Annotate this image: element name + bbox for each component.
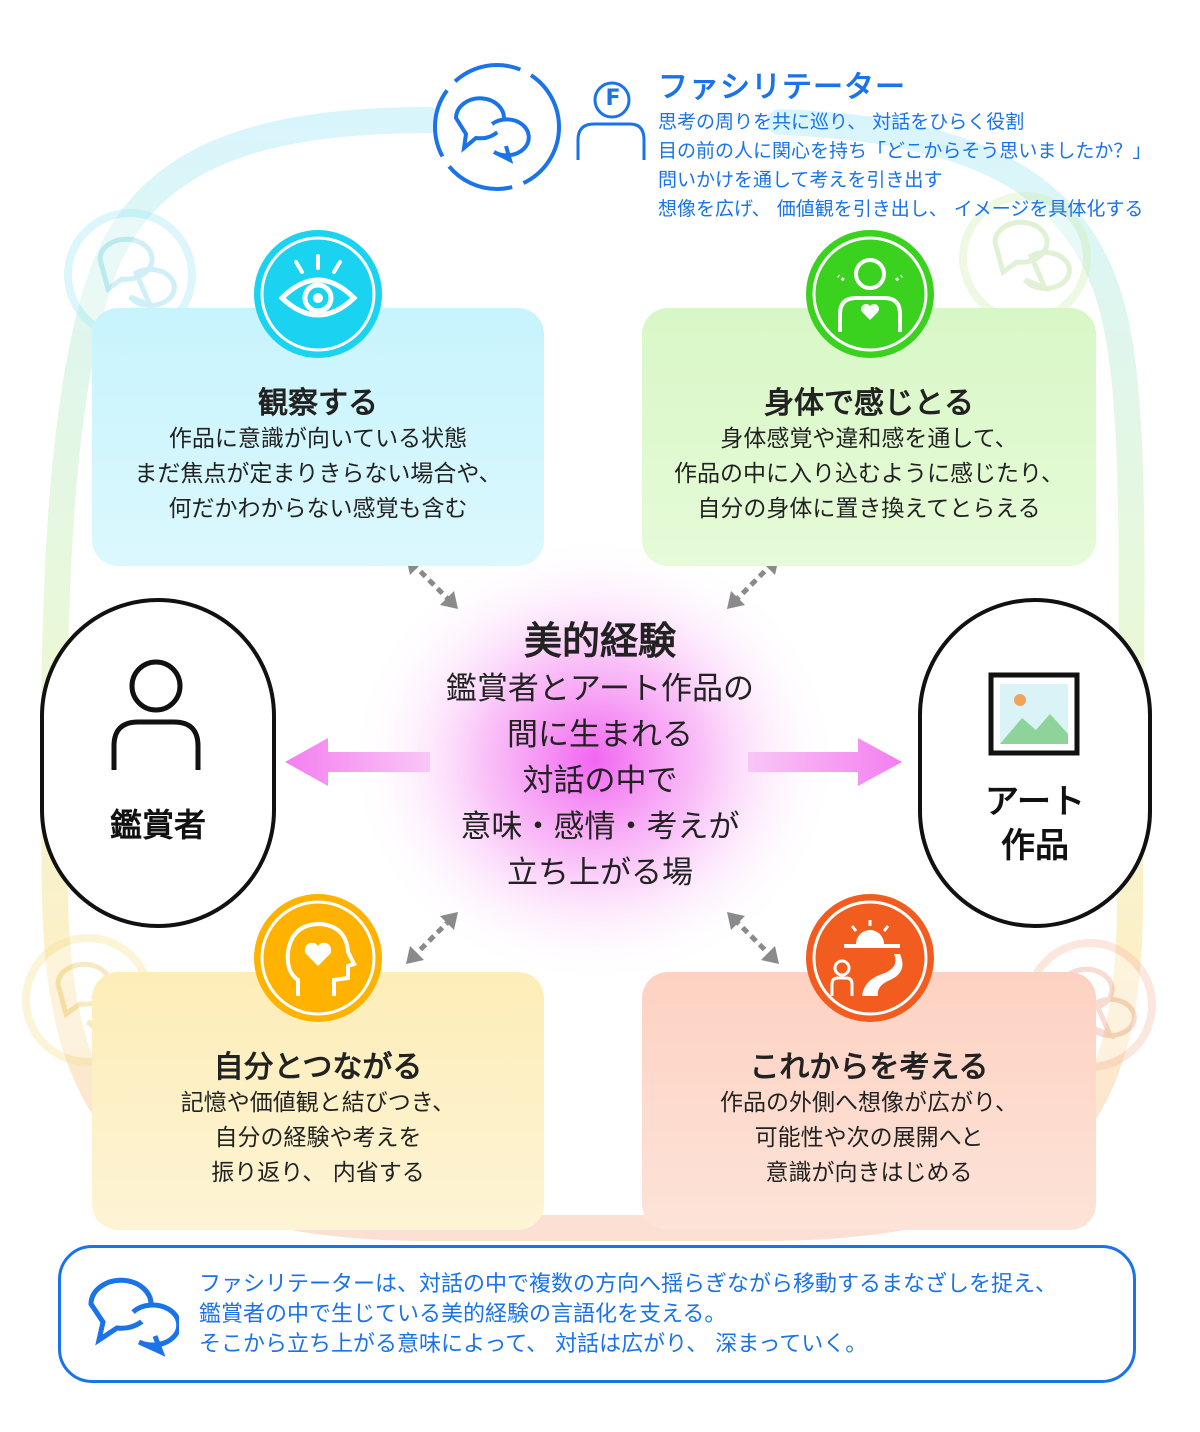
card-line: 振り返り、 内省する — [211, 1160, 425, 1186]
artwork-label: アート 作品 — [922, 780, 1148, 868]
summary-line: 鑑賞者の中で生じている美的経験の言語化を支える。 — [199, 1302, 727, 1327]
chat-bubbles-icon — [88, 1277, 179, 1357]
center-line: 対話の中で — [522, 763, 678, 799]
viewer-node: 鑑賞者 — [40, 598, 276, 928]
person-heart-icon — [806, 230, 934, 358]
card-title: これからを考える — [749, 1050, 989, 1085]
card-body: 記憶や価値観と結びつき、 自分の経験や考えを 振り返り、 内省する — [92, 1086, 544, 1191]
summary-line: そこから立ち上がる意味によって、 対話は広がり、 深まっていく。 — [199, 1332, 868, 1357]
card-body: 作品の外側へ想像が広がり、 可能性や次の展開へと 意識が向きはじめる — [642, 1086, 1096, 1191]
center-title: 美的経験 — [523, 619, 676, 663]
card-line: 可能性や次の展開へと — [754, 1125, 984, 1151]
facilitator-description: 思考の周りを共に巡り、 対話をひらく役割 目の前の人に関心を持ち「どこからそう思… — [658, 108, 1151, 224]
card-body: 身体感覚や違和感を通して、 作品の中に入り込むように感じたり、 自分の身体に置き… — [642, 422, 1096, 527]
artwork-node: アート 作品 — [918, 598, 1152, 928]
card-title: 観察する — [258, 386, 378, 421]
facilitator-line: 目の前の人に関心を持ち「どこからそう思いましたか？」 — [658, 140, 1152, 162]
head-heart-icon — [254, 894, 382, 1022]
facilitator-person-icon — [576, 81, 646, 160]
card-line: 自分の身体に置き換えてとらえる — [697, 496, 1041, 522]
card-body-sense: 身体で感じとる 身体感覚や違和感を通して、 作品の中に入り込むように感じたり、 … — [642, 308, 1096, 566]
person-icon — [111, 659, 201, 770]
sunrise-path-icon — [806, 894, 934, 1022]
faint-bubble-icon — [64, 209, 196, 341]
arrow-center-artwork — [748, 738, 902, 786]
card-title: 自分とつながる — [213, 1050, 423, 1085]
eye-icon — [254, 230, 382, 358]
facilitator-line: 想像を広げ、 価値観を引き出し、 イメージを具体化する — [658, 198, 1144, 220]
summary-text: ファシリテーターは、対話の中で複数の方向へ揺らぎながら移動するまなざしを捉え、 … — [199, 1270, 1057, 1360]
center-glow — [349, 535, 839, 985]
artwork-label-line: 作品 — [1001, 826, 1069, 866]
card-line: 意識が向きはじめる — [765, 1160, 973, 1186]
facilitator-line: 問いかけを通して考えを引き出す — [658, 169, 943, 191]
facilitator-cycle-icon — [433, 63, 561, 191]
dashed-arrow — [410, 561, 775, 960]
center-line: 間に生まれる — [507, 717, 693, 753]
picture-icon — [988, 672, 1080, 756]
card-line: 作品に意識が向いている状態 — [168, 426, 468, 452]
card-line: 作品の外側へ想像が広がり、 — [719, 1090, 1019, 1116]
card-line: 身体感覚や違和感を通して、 — [720, 426, 1018, 452]
center-line: 鑑賞者とアート作品の — [445, 671, 755, 707]
center-line: 立ち上がる場 — [507, 855, 693, 891]
facilitator-badge: F — [605, 86, 621, 111]
arrow-viewer-center — [285, 738, 430, 786]
facilitator-line: 思考の周りを共に巡り、 対話をひらく役割 — [658, 111, 1025, 133]
summary-line: ファシリテーターは、対話の中で複数の方向へ揺らぎながら移動するまなざしを捉え、 — [199, 1272, 1058, 1297]
center-line: 意味・感情・考えが — [460, 809, 740, 845]
card-line: 何だかわからない感覚も含む — [168, 496, 468, 522]
card-line: 自分の経験や考えを — [214, 1125, 422, 1151]
viewer-label: 鑑賞者 — [109, 806, 206, 844]
card-line: 作品の中に入り込むように感じたり、 — [673, 461, 1065, 487]
artwork-label-line: アート — [985, 782, 1085, 822]
summary-box: ファシリテーターは、対話の中で複数の方向へ揺らぎながら移動するまなざしを捉え、 … — [58, 1245, 1136, 1383]
card-body: 作品に意識が向いている状態 まだ焦点が定まりきらない場合や、 何だかわからない感… — [92, 422, 544, 527]
card-title: 身体で感じとる — [764, 386, 974, 421]
center-description: 鑑賞者とアート作品の 間に生まれる 対話の中で 意味・感情・考えが 立ち上がる場 — [400, 666, 800, 896]
card-line: 記憶や価値観と結びつき、 — [180, 1090, 456, 1116]
card-line: まだ焦点が定まりきらない場合や、 — [134, 461, 502, 487]
facilitator-title: ファシリテーター — [658, 70, 906, 105]
